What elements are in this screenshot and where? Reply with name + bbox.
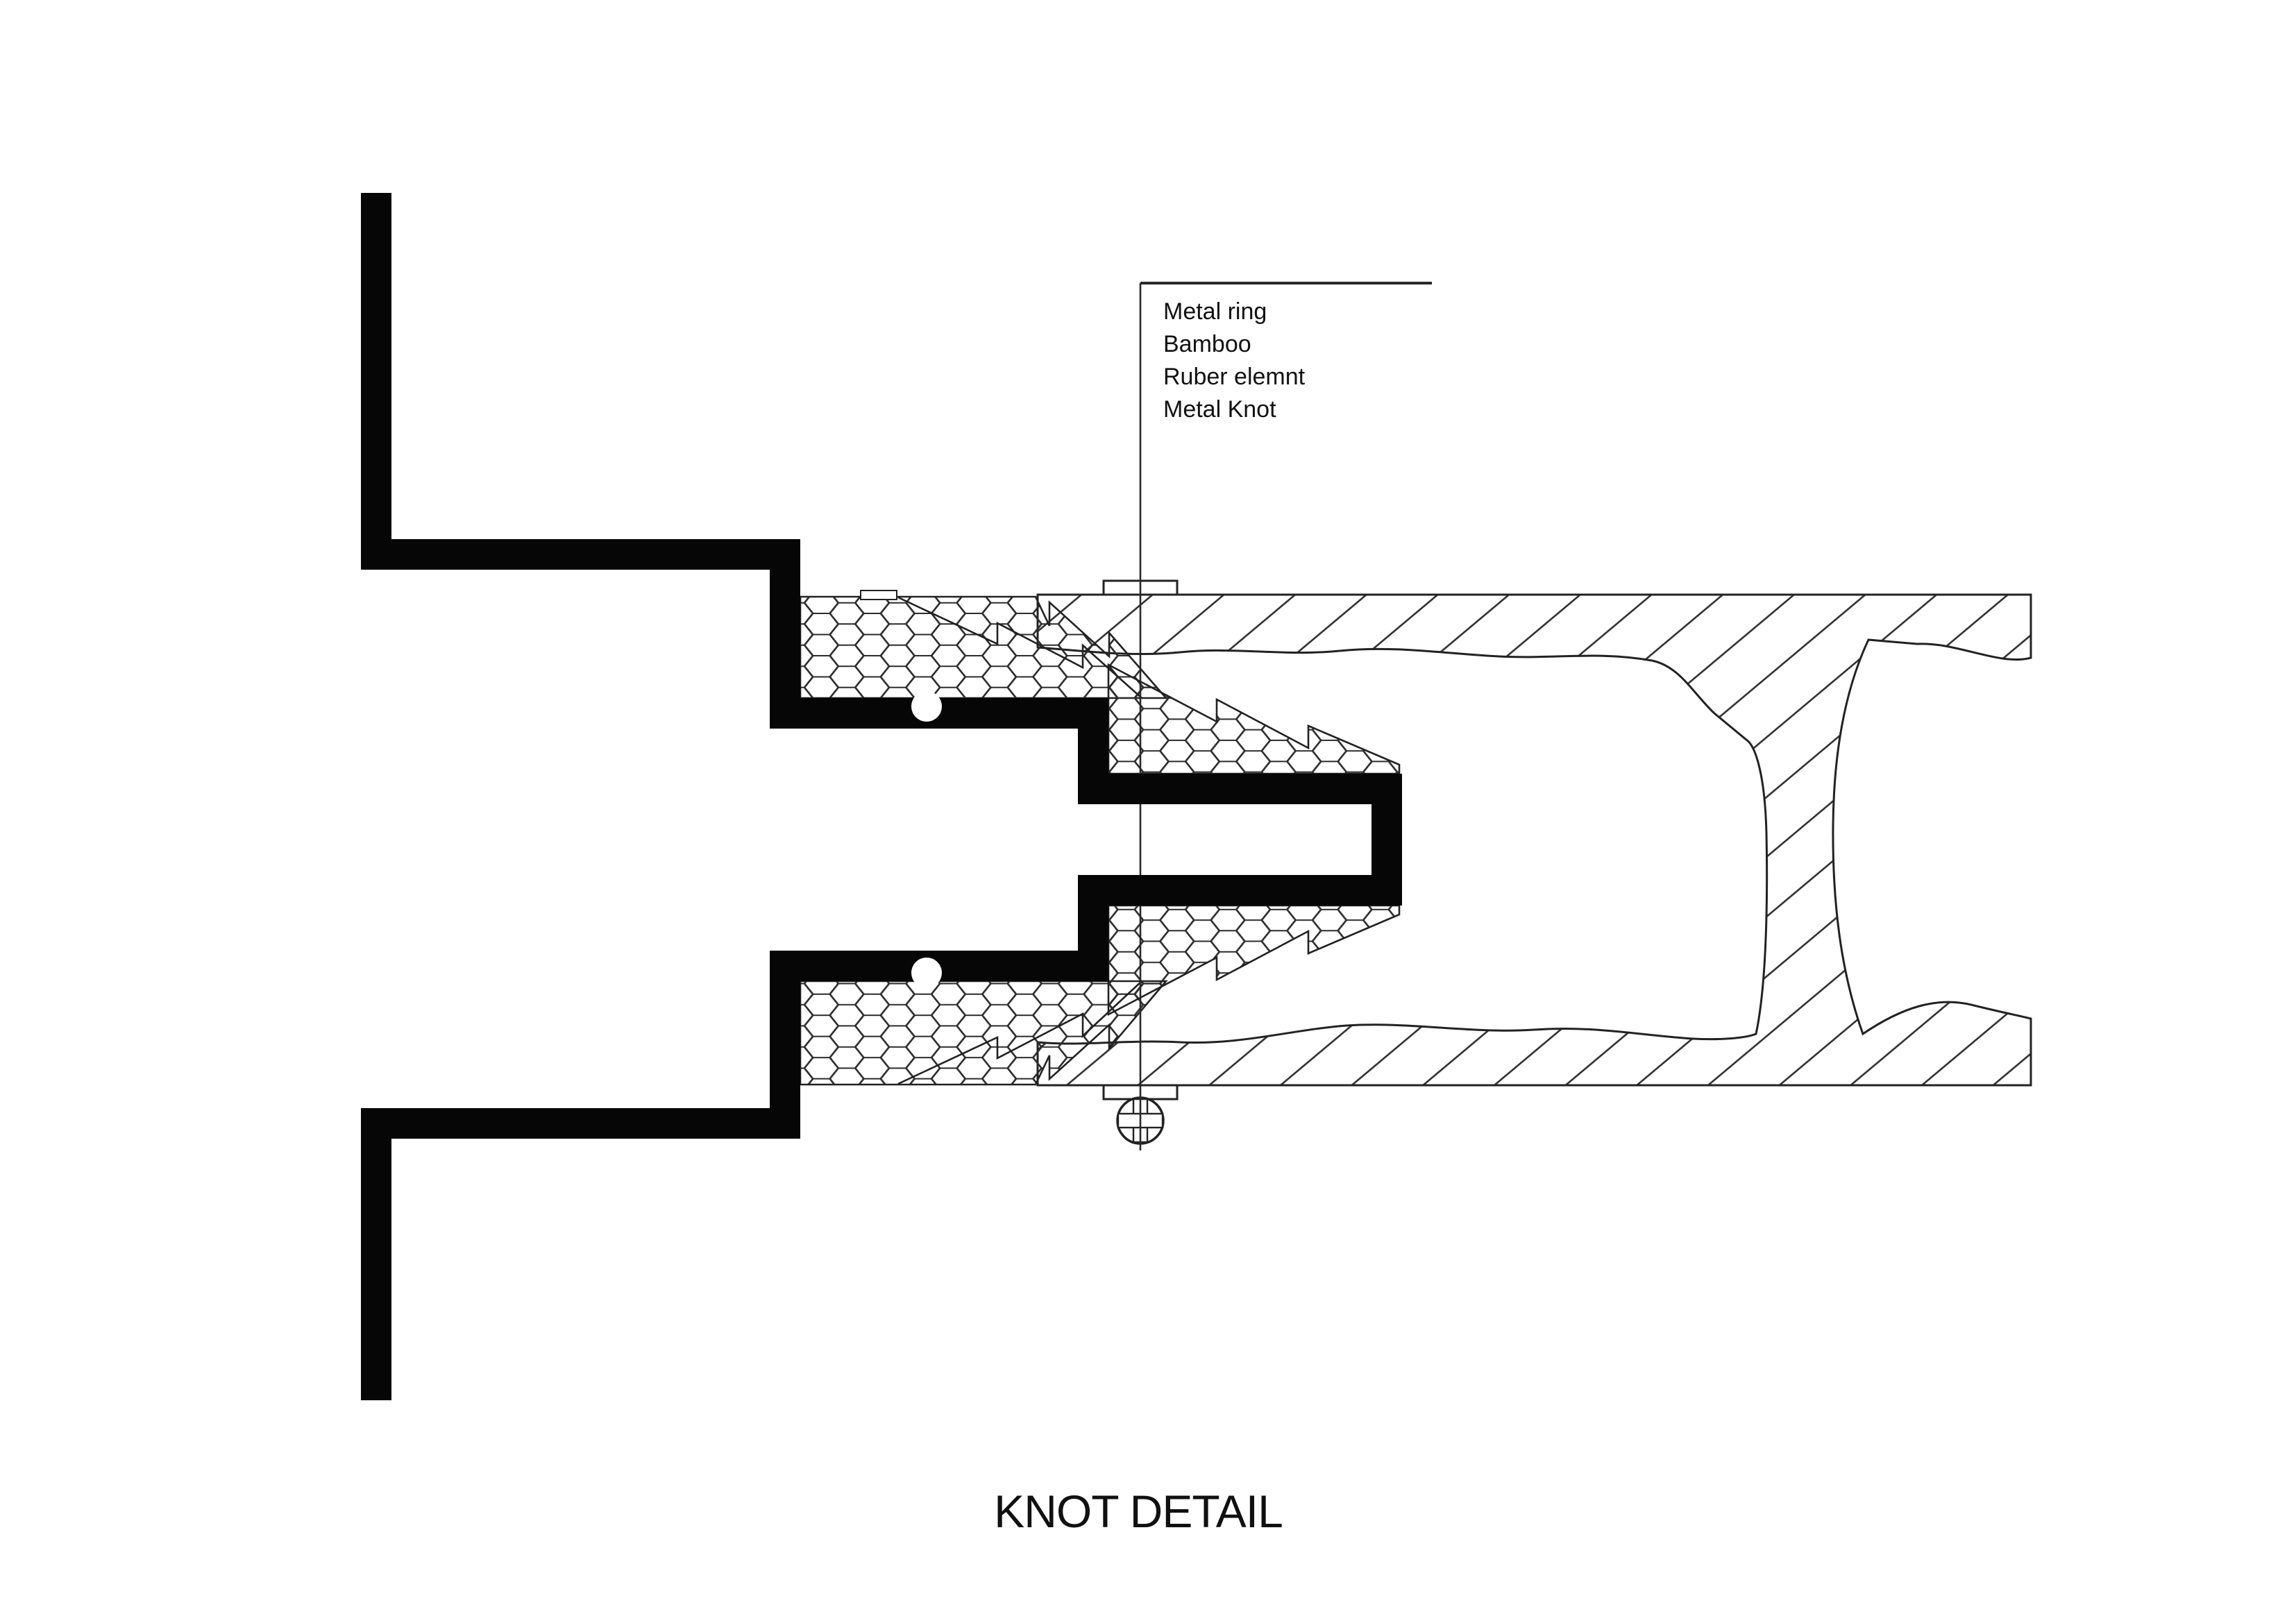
pin-notch-lower <box>911 958 942 988</box>
pin-notch-upper <box>911 691 942 722</box>
label-bamboo: Bamboo <box>1163 331 1251 357</box>
callout-label-list: Metal ring Bamboo Ruber elemnt Metal Kno… <box>1163 296 1305 426</box>
label-rubber-element: Ruber elemnt <box>1163 364 1306 390</box>
rubber-finger-lines-upper <box>897 596 1142 699</box>
rubber-element <box>799 595 1401 1086</box>
bamboo-culm-section <box>1036 593 2032 1087</box>
metal-knot-profile <box>361 193 1402 1400</box>
bamboo-wall-and-node <box>1036 593 2032 1087</box>
drawing-title: KNOT DETAIL <box>994 1486 1283 1537</box>
rubber-finger-lines-lower <box>897 980 1142 1085</box>
callout-leader <box>1139 282 1432 1150</box>
metal-ring-notch <box>860 590 897 600</box>
label-metal-ring: Metal ring <box>1163 298 1267 325</box>
label-metal-knot: Metal Knot <box>1163 396 1276 423</box>
